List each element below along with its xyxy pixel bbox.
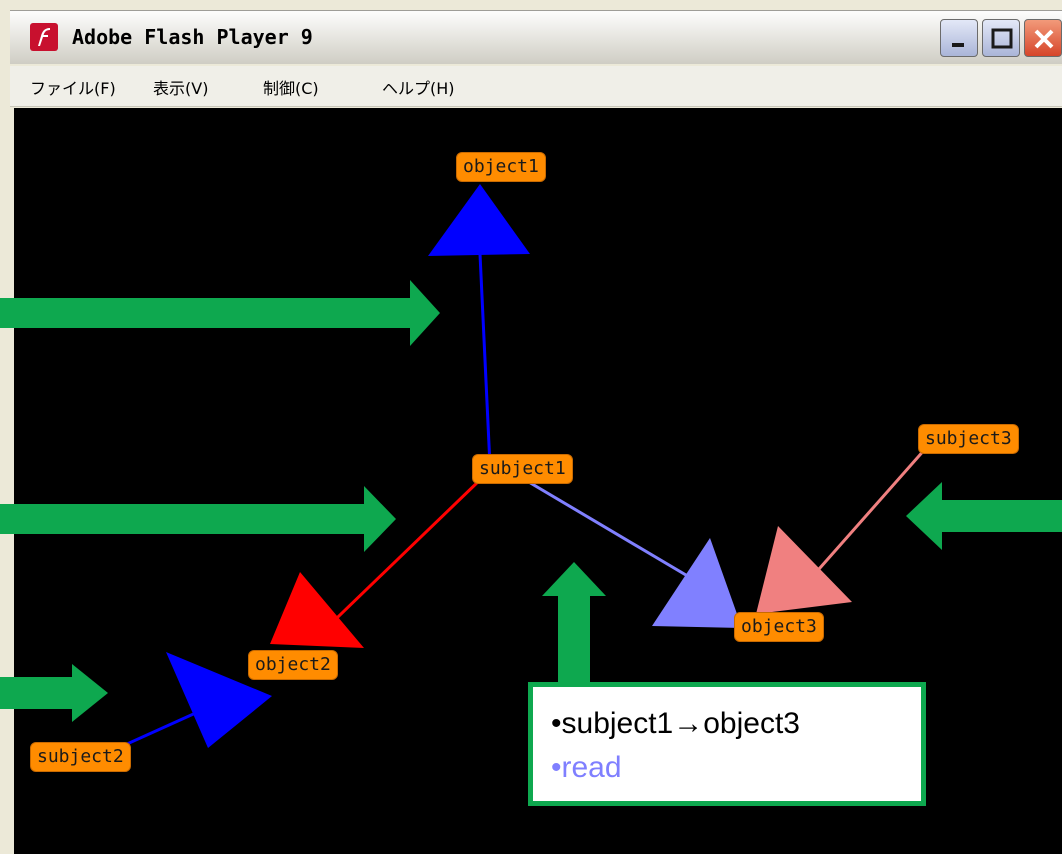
annotation-arrow-object2-edge bbox=[0, 486, 396, 552]
annotation-arrow-object1-edge bbox=[0, 280, 440, 346]
node-object2[interactable]: object2 bbox=[248, 650, 338, 680]
callout-permission-label: •read bbox=[551, 751, 622, 784]
arrowhead-object2-from-subject2 bbox=[166, 652, 272, 748]
menu-control[interactable]: 制御(C) bbox=[263, 79, 319, 98]
annotation-arrow-subject3-edge bbox=[906, 482, 1062, 550]
minimize-button[interactable] bbox=[940, 19, 978, 57]
node-subject2[interactable]: subject2 bbox=[30, 742, 131, 772]
maximize-button[interactable] bbox=[982, 19, 1020, 57]
edge-subject1-object3 bbox=[521, 476, 719, 596]
node-object3[interactable]: object3 bbox=[734, 612, 824, 642]
edge-subject1-object2 bbox=[310, 476, 484, 644]
annotation-arrow-up-to-edge bbox=[542, 562, 606, 684]
title-bar[interactable]: Adobe Flash Player 9 bbox=[10, 10, 1062, 64]
arrowhead-object3-read bbox=[652, 538, 742, 628]
edge-subject3-object3 bbox=[802, 447, 928, 587]
menu-bar: ファイル(F) 表示(V) 制御(C) ヘルプ(H) bbox=[10, 66, 1062, 107]
arrowhead-object2 bbox=[270, 572, 364, 648]
node-subject1[interactable]: subject1 bbox=[472, 454, 573, 484]
node-object1[interactable]: object1 bbox=[456, 152, 546, 182]
annotation-arrow-subject2-edge bbox=[0, 664, 108, 722]
menu-view[interactable]: 表示(V) bbox=[153, 79, 209, 98]
callout-edge-label: •subject1→object3 bbox=[551, 707, 800, 740]
arrowhead-object1 bbox=[428, 184, 530, 256]
window-title: Adobe Flash Player 9 bbox=[72, 25, 313, 49]
edge-subject1-object1 bbox=[478, 253, 492, 467]
arrowhead-object3-from-subject3 bbox=[756, 526, 852, 614]
node-subject3[interactable]: subject3 bbox=[918, 424, 1019, 454]
menu-file[interactable]: ファイル(F) bbox=[30, 79, 116, 98]
close-button[interactable] bbox=[1024, 19, 1062, 57]
annotation-callout: •subject1→object3 •read bbox=[528, 682, 926, 806]
menu-help[interactable]: ヘルプ(H) bbox=[382, 79, 455, 98]
flash-logo-icon bbox=[30, 23, 58, 51]
flash-stage[interactable]: object1 subject1 subject3 object2 object… bbox=[14, 108, 1062, 854]
